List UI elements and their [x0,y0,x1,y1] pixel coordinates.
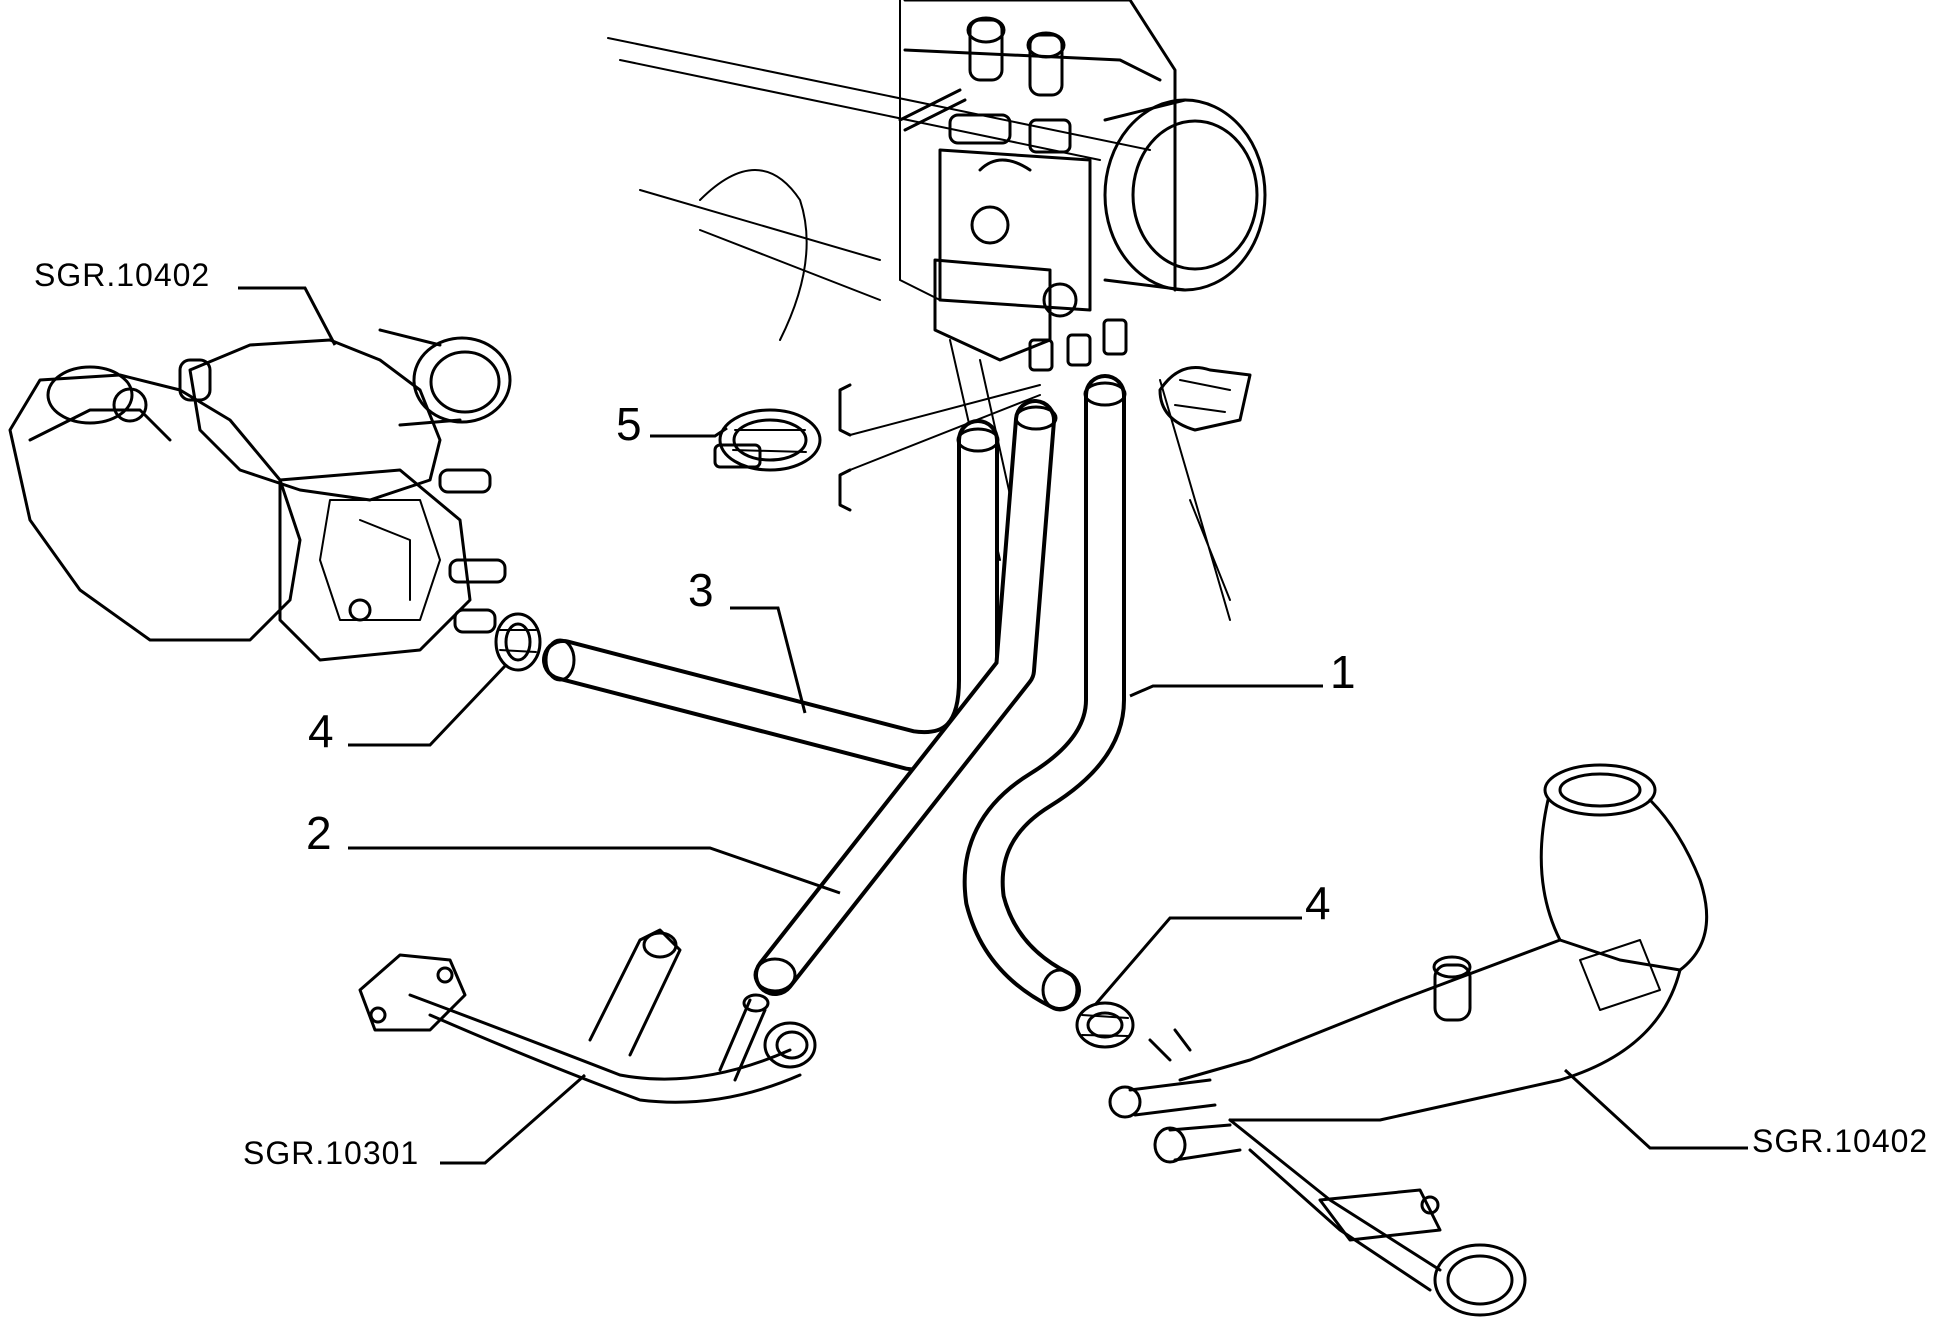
hose-2 [753,399,1058,996]
reference-bottom-right: SGR.10402 [1752,1123,1928,1159]
callout-1: 1 [1330,646,1356,698]
callout-4-right: 4 [1305,877,1331,929]
reference-bottom-left: SGR.10301 [243,1135,419,1171]
thermostat-housing-part [8,328,512,662]
callout-4-left: 4 [308,705,334,757]
hose-clamp-item-5 [713,383,1041,512]
callout-3: 3 [688,564,714,616]
outlet-pipe-part [1108,763,1709,1317]
leader-lines [238,286,1748,1165]
hose-3 [542,419,1000,773]
callout-2: 2 [306,807,332,859]
callout-5: 5 [616,398,642,450]
hose-clamp-lower-right [1075,1001,1135,1049]
reference-top-left: SGR.10402 [34,257,210,293]
hose-1 [962,374,1127,1012]
coolant-pipe-part [358,928,817,1104]
hose-clamp-upper-left [494,612,542,672]
engine-throttle-body [607,0,1267,621]
